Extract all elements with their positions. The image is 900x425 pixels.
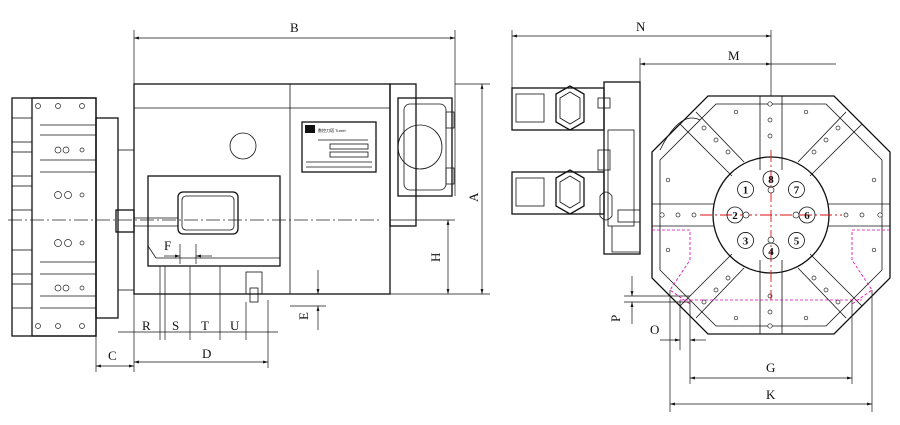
- position-marker-label: 1: [743, 185, 749, 197]
- turret-position-markers: 8 7 6 5 4 3 2 1: [726, 170, 816, 260]
- position-marker-circle: [788, 232, 805, 249]
- position-marker-label: 2: [732, 210, 738, 222]
- position-marker-label: 5: [794, 235, 800, 247]
- nameplate: CM 数控刀塔 Turret: [301, 121, 377, 173]
- position-marker-circle: [737, 232, 754, 249]
- dim-label-R: R: [142, 318, 151, 333]
- body-bore: [229, 132, 257, 160]
- dim-label-E: E: [296, 312, 311, 320]
- dim-label-S: S: [172, 318, 179, 333]
- octagon-disc: [651, 95, 891, 335]
- position-marker-circle: [726, 206, 744, 224]
- dim-label-B: B: [290, 20, 299, 35]
- dim-label-P: P: [608, 315, 623, 322]
- turret-body: CM 数控刀塔 Turret: [8, 83, 455, 303]
- dim-label-N: N: [636, 19, 646, 34]
- dim-label-G: G: [766, 360, 775, 375]
- dim-label-C: C: [108, 348, 117, 363]
- position-marker-circle: [798, 206, 816, 224]
- front-dimensions: N M P O G K: [511, 19, 873, 412]
- side-dimensions: B A H F E: [95, 20, 490, 372]
- side-blocks: [511, 81, 641, 255]
- dim-label-F: F: [164, 238, 171, 253]
- disc-holes: [659, 101, 883, 329]
- dim-label-M: M: [728, 48, 740, 63]
- position-marker-label: 4: [768, 246, 774, 258]
- nameplate-logo: [305, 125, 315, 133]
- tool-disc: [11, 97, 135, 337]
- position-marker-label: 3: [743, 235, 749, 247]
- side-view: CM 数控刀塔 Turret B A: [8, 20, 490, 372]
- position-marker-circle: [788, 181, 805, 198]
- dim-label-H: H: [428, 253, 443, 262]
- nameplate-brand: CM: [307, 128, 313, 133]
- dim-label-D: D: [202, 346, 211, 361]
- dim-label-U: U: [230, 318, 240, 333]
- position-marker-circle: [762, 242, 780, 260]
- dim-label-T: T: [201, 318, 209, 333]
- position-marker-label: 8: [768, 174, 774, 186]
- index-ring: [700, 150, 842, 300]
- position-marker-circle: [737, 181, 754, 198]
- dim-label-A: A: [466, 192, 481, 202]
- position-marker-label: 6: [804, 210, 810, 222]
- dim-label-K: K: [766, 387, 776, 402]
- position-marker-circle: [762, 170, 780, 188]
- hidden-lines: [652, 229, 890, 305]
- position-marker-label: 7: [794, 185, 800, 197]
- dim-label-O: O: [650, 322, 659, 337]
- nameplate-title: 数控刀塔 Turret: [318, 127, 347, 133]
- front-view: 8 7 6 5 4 3 2 1 N M P: [511, 19, 891, 412]
